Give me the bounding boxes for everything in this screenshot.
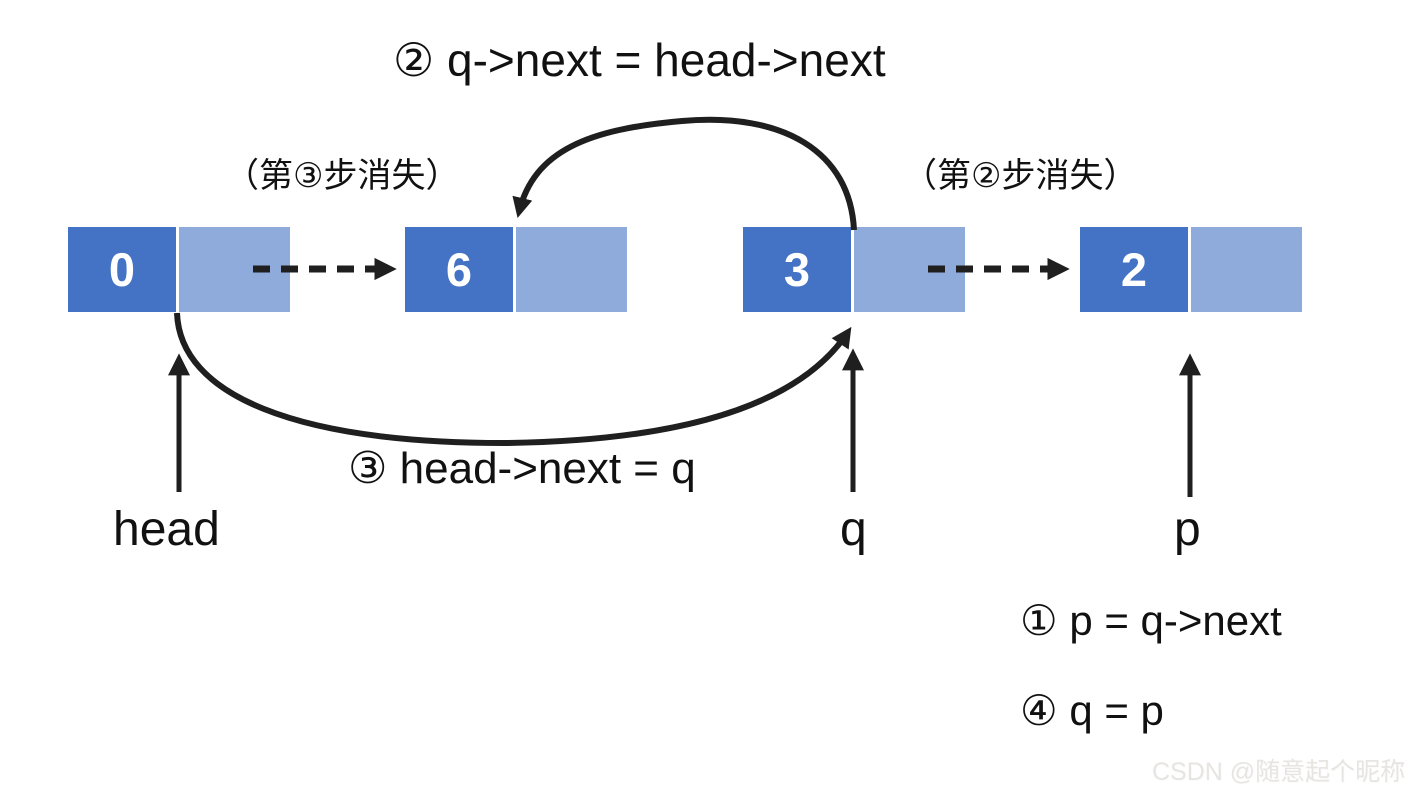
vanish-step2-label: （第②步消失） [903, 157, 1138, 195]
q-pointer-label: q [840, 503, 867, 556]
step3-operation-label: ③ head->next = q [348, 444, 696, 493]
step2-operation-label: ② q->next = head->next [393, 34, 886, 86]
head-pointer-label: head [113, 503, 220, 556]
node-data-cell: 0 [68, 227, 176, 312]
list-node-0: 0 [68, 227, 290, 312]
node-data-cell: 3 [743, 227, 851, 312]
list-node-3: 3 [743, 227, 965, 312]
node-next-cell [1191, 227, 1302, 312]
list-node-6: 6 [405, 227, 627, 312]
node-data-cell: 2 [1080, 227, 1188, 312]
step4-operation-label: ④ q = p [1020, 687, 1164, 734]
curve-arrow-q-next-assign [512, 116, 857, 231]
vanish-step3-label: （第③步消失） [225, 157, 460, 195]
watermark: CSDN @随意起个昵称 [1152, 758, 1406, 786]
curve-arrow-head-next-assign [174, 312, 852, 447]
node-next-cell [854, 227, 965, 312]
list-node-2: 2 [1080, 227, 1302, 312]
p-pointer-label: p [1174, 503, 1201, 556]
node-next-cell [516, 227, 627, 312]
node-data-cell: 6 [405, 227, 513, 312]
step1-operation-label: ① p = q->next [1020, 597, 1282, 644]
node-next-cell [179, 227, 290, 312]
